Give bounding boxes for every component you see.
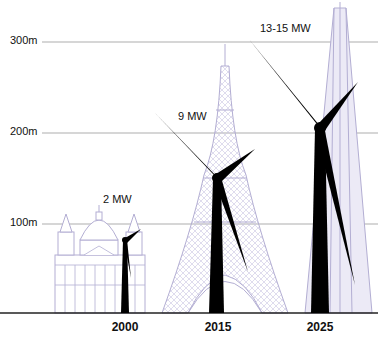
eiffel-tower-outline [162,44,288,313]
capacity-label: 13-15 MW [258,22,313,35]
height-label: 300m [8,34,40,47]
year-label: 2000 [110,321,141,335]
height-label: 200m [8,125,40,138]
capacity-label: 2 MW [101,193,134,206]
shard-outline [305,2,372,313]
turbine-2015 [155,113,255,313]
turbine-2000 [100,214,141,313]
year-label: 2015 [203,321,234,335]
capacity-label: 9 MW [176,110,209,123]
height-label: 100m [8,216,40,229]
year-label: 2025 [305,321,336,335]
turbine-2025 [248,38,358,313]
cathedral-outline [55,205,145,313]
